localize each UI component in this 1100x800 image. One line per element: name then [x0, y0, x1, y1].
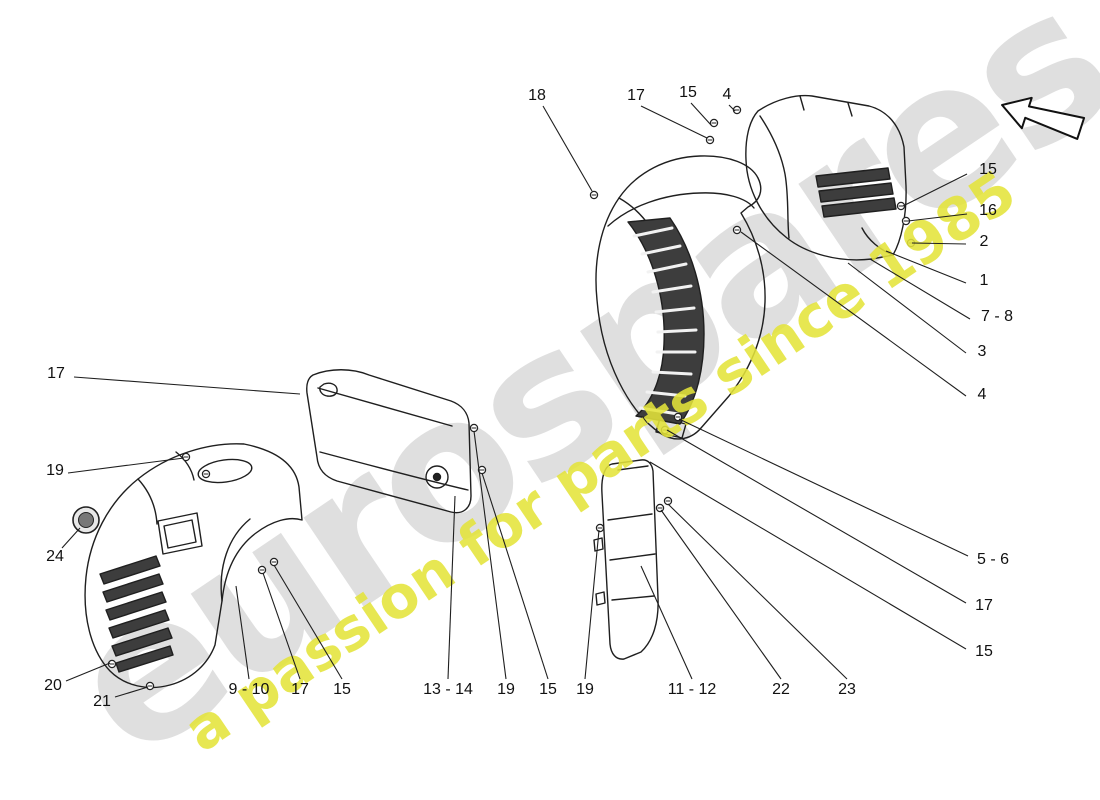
- part-callout-17[interactable]: 17: [291, 681, 309, 698]
- part-callout-13-14[interactable]: 13 - 14: [423, 681, 473, 698]
- part-liner-front-left: [84, 443, 303, 689]
- part-callout-3[interactable]: 3: [977, 343, 987, 360]
- part-callout-15[interactable]: 15: [679, 84, 697, 101]
- part-callout-17[interactable]: 17: [975, 597, 993, 614]
- part-callout-18[interactable]: 18: [528, 87, 546, 104]
- part-callout-23[interactable]: 23: [838, 681, 856, 698]
- part-callout-11-12[interactable]: 11 - 12: [667, 681, 717, 698]
- part-callout-24[interactable]: 24: [46, 548, 64, 565]
- part-callout-17[interactable]: 17: [627, 87, 645, 104]
- part-callout-22[interactable]: 22: [772, 681, 790, 698]
- part-callout-9-10[interactable]: 9 - 10: [228, 681, 270, 698]
- part-callout-2[interactable]: 2: [979, 233, 989, 250]
- part-callout-21[interactable]: 21: [93, 693, 111, 710]
- part-cap: [72, 506, 100, 534]
- part-callout-1[interactable]: 1: [979, 272, 989, 289]
- part-liner-rear-left: [306, 369, 472, 514]
- part-callout-16[interactable]: 16: [979, 202, 997, 219]
- part-callout-4[interactable]: 4: [977, 386, 987, 403]
- direction-arrow-icon: [1001, 96, 1086, 140]
- part-callout-15[interactable]: 15: [333, 681, 351, 698]
- part-liner-front-right: [595, 155, 766, 440]
- part-callout-19[interactable]: 19: [497, 681, 515, 698]
- part-callout-20[interactable]: 20: [44, 677, 62, 694]
- part-liner-rear-right: [745, 94, 907, 261]
- part-callout-15[interactable]: 15: [975, 643, 993, 660]
- part-callout-4[interactable]: 4: [722, 86, 732, 103]
- part-callout-15[interactable]: 15: [539, 681, 557, 698]
- part-callout-19[interactable]: 19: [576, 681, 594, 698]
- part-callout-15[interactable]: 15: [979, 161, 997, 178]
- part-callout-7-8[interactable]: 7 - 8: [980, 308, 1014, 325]
- part-callout-5-6[interactable]: 5 - 6: [976, 551, 1010, 568]
- part-callout-19[interactable]: 19: [46, 462, 64, 479]
- part-callout-17[interactable]: 17: [47, 365, 65, 382]
